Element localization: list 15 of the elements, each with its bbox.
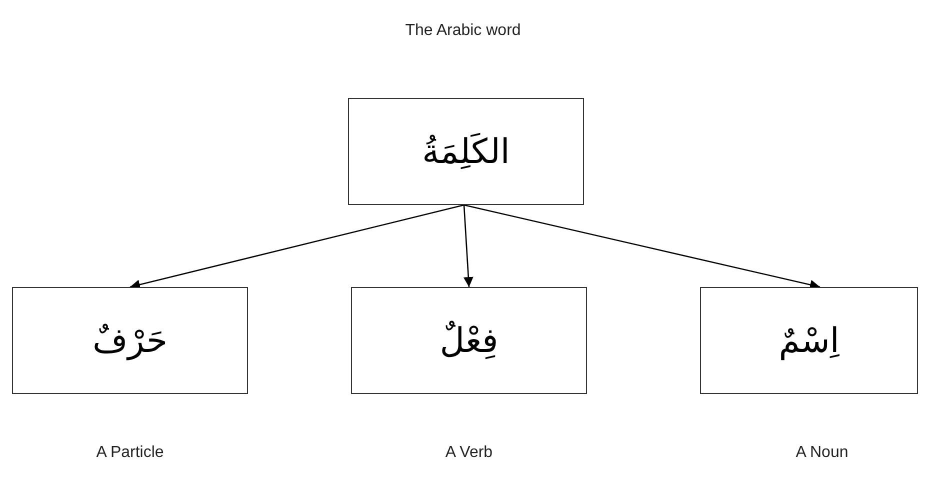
translation-text: A Verb [445,444,493,462]
word-box [12,287,248,394]
translation-text: A Noun [796,444,848,462]
arrow [130,204,464,290]
diagram-title: The Arabic word [405,22,521,40]
word-box [700,287,918,394]
arrow [463,204,474,288]
translation-text: A Particle [96,444,164,462]
word-box [348,98,584,205]
arabic-word: حَرْفٌ [92,320,168,360]
arabic-word: الكَلِمَةُ [422,132,510,172]
arabic-word: اِسْمٌ [778,320,840,360]
word-box [351,287,587,394]
arrow [464,204,820,290]
arabic-word: فِعْلٌ [440,320,498,360]
